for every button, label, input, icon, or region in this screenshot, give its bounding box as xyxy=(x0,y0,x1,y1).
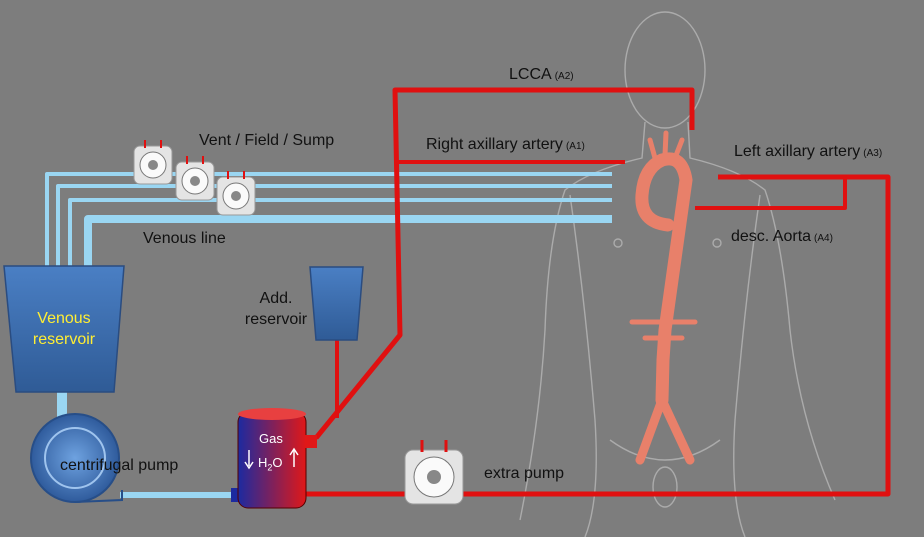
add-reservoir-icon xyxy=(309,266,364,341)
roller-pump-icon xyxy=(175,156,215,201)
venous-lines xyxy=(45,172,612,498)
venous-line-label: Venous line xyxy=(143,230,226,247)
add-reservoir-label: Add.reservoir xyxy=(244,290,308,328)
roller-pump-icon xyxy=(133,140,173,185)
right-axillary-label: Right axillary artery(A1) xyxy=(426,136,585,153)
left-axillary-label: Left axillary artery(A3) xyxy=(734,143,883,160)
h2o-label: H2O xyxy=(258,455,283,473)
desc-aorta-label: desc. Aorta(A4) xyxy=(731,228,833,245)
human-body-outline xyxy=(519,11,836,537)
lcca-label: LCCA(A2) xyxy=(509,66,574,83)
extra-pump-label: extra pump xyxy=(484,465,565,482)
gas-label: Gas xyxy=(259,431,283,446)
centrifugal-pump-icon xyxy=(30,413,123,503)
arterial-lines xyxy=(303,87,891,497)
vent-label: Vent / Field / Sump xyxy=(199,132,335,149)
extra-pump-icon xyxy=(404,440,464,505)
centrifugal-pump-label: centrifugal pump xyxy=(60,457,179,474)
venous-reservoir-icon xyxy=(3,265,125,393)
aorta xyxy=(629,130,698,465)
oxygenator-icon xyxy=(231,408,317,509)
roller-pump-icon xyxy=(216,171,256,216)
